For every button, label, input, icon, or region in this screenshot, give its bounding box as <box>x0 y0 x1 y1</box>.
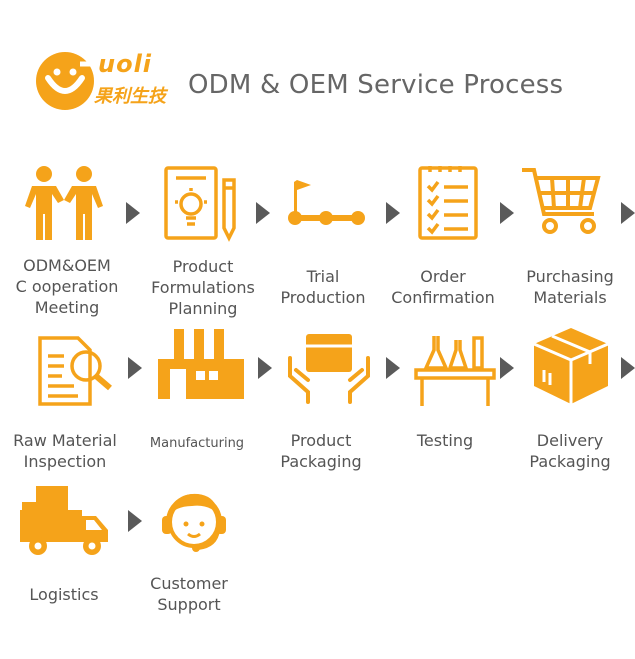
lab-flasks-icon <box>412 330 498 410</box>
factory-icon <box>156 325 244 405</box>
flow-arrow-8 <box>386 357 400 379</box>
flow-arrow-11 <box>128 510 142 532</box>
delivery-box-icon <box>528 324 614 404</box>
logo-chinese-text: 果利生技 <box>94 86 166 107</box>
box-in-hands-icon <box>286 330 372 410</box>
step-label-product-packaging: Product Packaging <box>280 431 362 471</box>
step-label-order-confirmation: Order Confirmation <box>391 267 495 307</box>
document-magnifier-icon <box>34 330 120 410</box>
formulation-clipboard-icon <box>160 162 246 242</box>
step-label-manufacturing: Manufacturing <box>149 436 245 451</box>
step-label-formulations: Product Formulations Planning <box>151 257 255 318</box>
brand-logo: uoli 果利生技 <box>36 50 186 116</box>
page-title: ODM & OEM Service Process <box>188 70 564 100</box>
flow-arrow-3 <box>386 202 400 224</box>
flow-arrow-9 <box>500 357 514 379</box>
flow-arrow-7 <box>258 357 272 379</box>
step-label-odm-meeting: ODM&OEM C ooperation Meeting <box>15 256 119 317</box>
flow-arrow-4 <box>500 202 514 224</box>
truck-icon <box>18 480 108 560</box>
header: uoli 果利生技 ODM & OEM Service Process <box>0 0 635 140</box>
step-label-delivery-packaging: Delivery Packaging <box>529 431 611 471</box>
step-label-purchasing: Purchasing Materials <box>526 267 614 307</box>
flow-arrow-2 <box>256 202 270 224</box>
step-label-trial-production: Trial Production <box>280 267 366 307</box>
step-label-raw-material: Raw Material Inspection <box>13 431 117 471</box>
step-label-testing: Testing <box>416 431 474 450</box>
step-label-customer-support: Customer Support <box>150 574 228 614</box>
checklist-icon <box>410 162 496 242</box>
handshake-people-icon <box>22 162 108 242</box>
flow-arrow-10 <box>621 357 635 379</box>
logo-smile-icon <box>36 52 94 110</box>
logo-latin-text: uoli <box>98 50 153 78</box>
flow-arrow-5 <box>621 202 635 224</box>
shopping-cart-icon <box>518 162 604 242</box>
flow-arrow-6 <box>128 357 142 379</box>
headset-agent-icon <box>154 480 240 560</box>
step-label-logistics: Logistics <box>29 585 99 604</box>
flag-timeline-icon <box>286 172 372 252</box>
flow-arrow-1 <box>126 202 140 224</box>
